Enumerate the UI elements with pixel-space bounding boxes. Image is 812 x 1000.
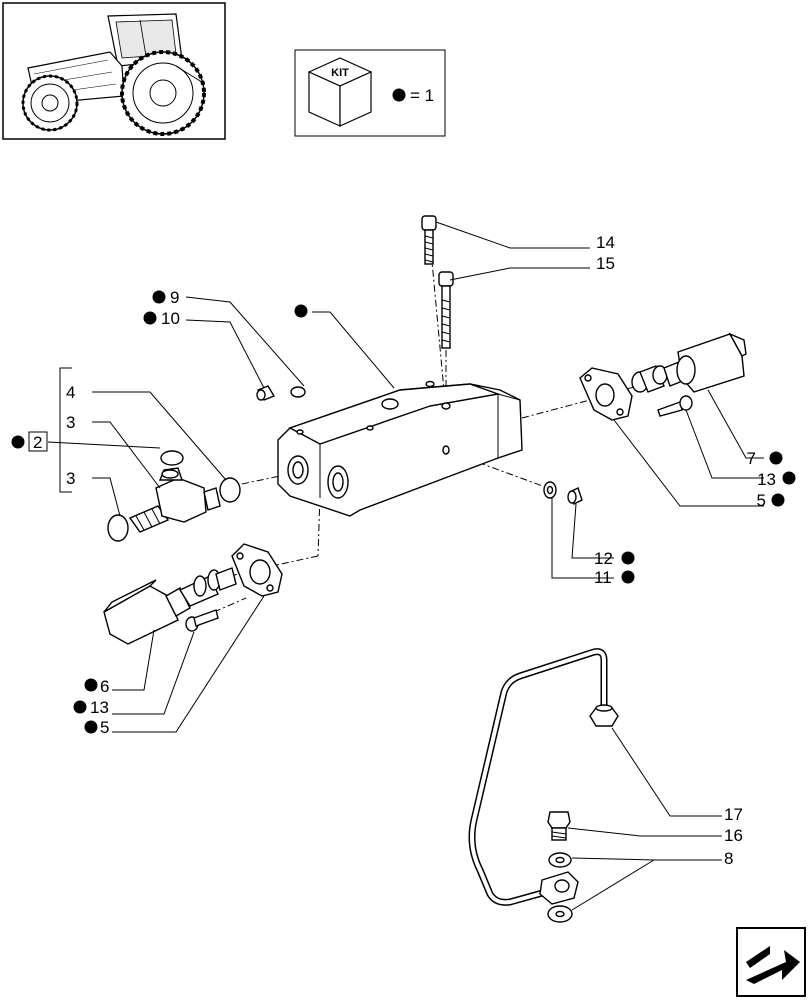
kit-label: KIT xyxy=(331,67,349,79)
solenoid-6 xyxy=(103,567,237,645)
o-ring-4 xyxy=(219,477,241,503)
bolt-15 xyxy=(438,271,454,349)
filled-circle-bullet xyxy=(152,290,166,304)
callout-2: 2 xyxy=(33,433,42,452)
callout-16: 16 xyxy=(724,826,743,845)
filled-circle-bullet xyxy=(621,551,635,565)
callout-10: 10 xyxy=(161,309,180,328)
filled-circle-bullet xyxy=(143,311,157,325)
filled-circle-bullet xyxy=(621,570,635,584)
filled-circle-bullet xyxy=(84,720,98,734)
callout-7: 7 xyxy=(747,449,756,468)
callout-5-left: 5 xyxy=(100,718,109,737)
callout-9: 9 xyxy=(170,288,179,307)
callout-2-box xyxy=(28,431,48,452)
solenoid-7 xyxy=(631,332,747,393)
callout-8: 8 xyxy=(724,849,733,868)
o-ring-2 xyxy=(160,450,184,466)
callout-14: 14 xyxy=(596,233,615,252)
gasket-5-right xyxy=(579,367,633,421)
tractor-thumbnail-icon xyxy=(2,2,226,140)
callout-3-upper: 3 xyxy=(66,413,75,432)
filled-circle-bullet xyxy=(782,471,796,485)
callout-3-lower: 3 xyxy=(66,469,75,488)
callout-6: 6 xyxy=(100,677,109,696)
callout-4: 4 xyxy=(66,383,75,402)
callout-11: 11 xyxy=(594,568,612,587)
filled-circle-bullet xyxy=(294,304,308,318)
o-ring-9 xyxy=(290,386,306,398)
kit-cube-icon xyxy=(307,57,373,127)
filled-circle-bullet xyxy=(769,451,783,465)
kit-legend: KIT = 1 xyxy=(294,49,446,137)
filled-circle-bullet xyxy=(392,88,406,102)
tee-fitting-3 xyxy=(128,467,221,533)
callout-13-right: 13 xyxy=(757,470,776,489)
callout-12: 12 xyxy=(594,549,613,568)
filled-circle-bullet xyxy=(11,435,25,449)
callout-17: 17 xyxy=(724,805,743,824)
next-page-arrow-icon[interactable] xyxy=(736,927,806,997)
callout-5-right: 5 xyxy=(757,491,766,510)
plug-12 xyxy=(567,487,583,505)
o-ring-3-lower xyxy=(107,514,129,542)
banjo-bolt-16 xyxy=(547,811,571,841)
filled-circle-bullet xyxy=(73,700,87,714)
kit-equals-text: = 1 xyxy=(410,86,434,105)
plug-10 xyxy=(256,385,276,401)
filled-circle-bullet xyxy=(771,493,785,507)
bolt-14 xyxy=(421,215,437,265)
bolt-13-left xyxy=(185,609,219,632)
callout-13-left: 13 xyxy=(90,698,109,717)
gasket-5-left xyxy=(231,543,283,597)
valve-block xyxy=(277,380,523,517)
pipe-17 xyxy=(468,648,619,906)
washer-8 xyxy=(539,852,579,923)
filled-circle-bullet xyxy=(84,678,98,692)
callout-15: 15 xyxy=(596,254,615,273)
